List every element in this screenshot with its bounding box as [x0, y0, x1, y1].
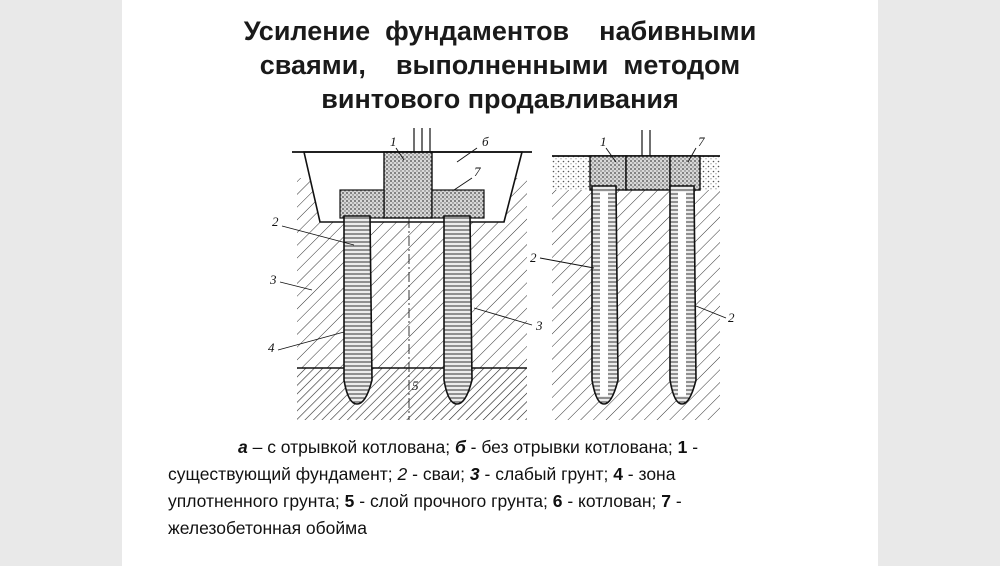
caption-text-7b: железобетонная обойма [168, 518, 367, 538]
pile-left [343, 215, 373, 405]
label-7-b: 7 [698, 134, 705, 149]
title-line-3: винтового продавливания [321, 84, 679, 114]
label-3-center: 3 [535, 318, 543, 333]
title-line-1: Усиление фундаментов набивными [243, 16, 757, 46]
concrete-collar-b [625, 155, 671, 191]
caption-key-6: 6 [552, 491, 563, 511]
caption-text-6: - котлован; [562, 491, 662, 511]
title-line-2: сваями, выполненными методом [259, 50, 741, 80]
label-1-b: 1 [600, 134, 607, 149]
legend-caption: а – с отрывкой котлована; б - без отрывк… [168, 434, 868, 542]
concrete-collar-right [431, 189, 485, 219]
caption-line-4: железобетонная обойма [168, 515, 868, 542]
caption-line-2: существующий фундамент; 2 - сваи; 3 - сл… [168, 461, 868, 488]
caption-text-b: - без отрывки котлована; [465, 437, 678, 457]
label-7-a: 7 [474, 164, 481, 179]
caption-text-1b: существующий фундамент; [168, 464, 398, 484]
label-4-a: 4 [268, 340, 275, 355]
concrete-collar-left [339, 189, 385, 219]
slide-title: Усиление фундаментов набивными сваями, в… [122, 14, 878, 116]
caption-key-a: а [238, 437, 248, 457]
caption-text-5: - слой прочного грунта; [354, 491, 553, 511]
caption-key-2: 2 [397, 464, 408, 484]
caption-key-3: 3 [469, 464, 480, 484]
caption-line-1: а – с отрывкой котлована; б - без отрывк… [168, 434, 868, 461]
strong-soil-layer [297, 368, 527, 420]
caption-key-1: 1 [677, 437, 688, 457]
caption-text-3: - слабый грунт; [479, 464, 614, 484]
label-6-a: б [482, 134, 489, 149]
caption-key-5: 5 [344, 491, 355, 511]
caption-text-4b: уплотненного грунта; [168, 491, 345, 511]
figure-b: 1 7 2 2 [530, 130, 735, 420]
caption-key-7: 7 [661, 491, 671, 511]
pile-right [443, 215, 473, 405]
label-2-a: 2 [272, 214, 279, 229]
caption-text-7: - [670, 491, 682, 511]
caption-key-b: б [454, 437, 466, 457]
concrete-collar-b-right [669, 155, 701, 191]
existing-foundation [383, 151, 433, 219]
caption-text-a: – с отрывкой котлована; [247, 437, 455, 457]
pile-reinforcement-diagram: 1 б 7 2 3 4 5 3 [268, 128, 735, 420]
caption-key-4: 4 [613, 464, 623, 484]
caption-text-1: - [687, 437, 699, 457]
caption-text-2: - сваи; [407, 464, 470, 484]
figure-a: 1 б 7 2 3 4 5 3 [268, 128, 543, 420]
slide: Усиление фундаментов набивными сваями, в… [122, 0, 878, 566]
label-1-a: 1 [390, 134, 397, 149]
label-2-b-right: 2 [728, 310, 735, 325]
label-2-b-left: 2 [530, 250, 537, 265]
caption-line-3: уплотненного грунта; 5 - слой прочного г… [168, 488, 868, 515]
label-5-a: 5 [412, 378, 419, 393]
caption-text-4: - зона [622, 464, 676, 484]
label-3-a: 3 [269, 272, 277, 287]
existing-foundation-b [589, 155, 627, 191]
